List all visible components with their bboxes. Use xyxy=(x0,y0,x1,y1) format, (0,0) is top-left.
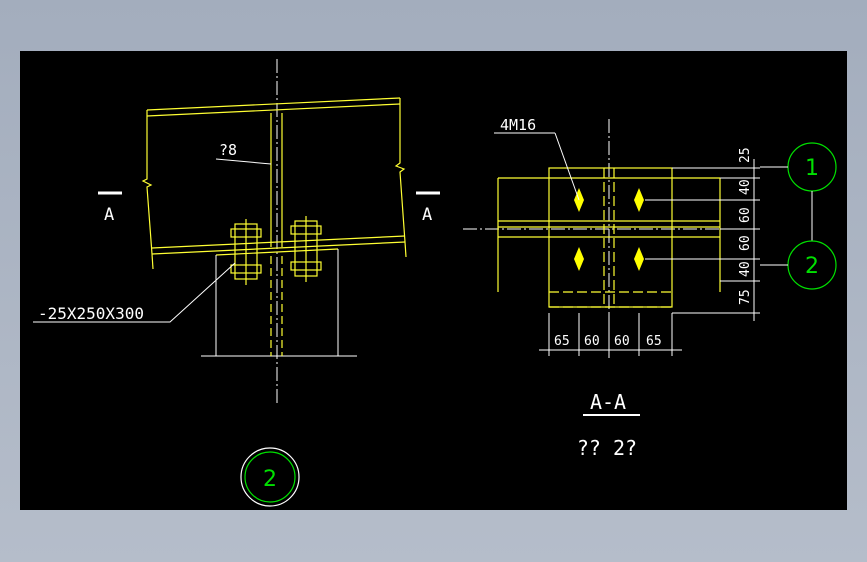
plate-annotation: -25X250X300 xyxy=(33,262,236,323)
end-plate xyxy=(201,248,357,357)
stiffener-label: ?8 xyxy=(219,141,237,159)
section-mark-left-label: A xyxy=(104,205,114,225)
callout-2-number: 2 xyxy=(805,254,819,279)
detail-bubble-inner xyxy=(244,451,296,503)
section-view: 4M16 25 40 60 60 40 75 xyxy=(463,116,837,460)
vdim-label-4: 60 xyxy=(738,235,753,251)
plate-label: -25X250X300 xyxy=(38,304,144,323)
bolt-leader xyxy=(554,132,580,201)
bolt-hole-4 xyxy=(634,247,644,271)
beam-break-right xyxy=(394,98,406,243)
vdim-label-3: 60 xyxy=(738,207,753,223)
vertical-dimensions: 25 40 60 60 40 75 xyxy=(645,147,760,321)
bolt-left xyxy=(230,219,262,285)
section-mark-right-label: A xyxy=(422,205,432,225)
plate-leader xyxy=(33,262,236,323)
hdim-label-3: 60 xyxy=(614,334,630,349)
vdim-label-5: 40 xyxy=(738,261,753,277)
bolt-right xyxy=(290,216,322,282)
callout-1-number: 1 xyxy=(805,156,819,181)
hdim-label-2: 60 xyxy=(584,334,600,349)
stiffener-leader xyxy=(215,158,272,165)
bolt-hole-3 xyxy=(574,247,584,271)
vdim-label-1: 25 xyxy=(738,147,753,163)
elevation-view: A A ?8 -25X250X300 xyxy=(33,59,440,507)
bolt-label: 4M16 xyxy=(500,116,536,134)
end-plate-top xyxy=(215,248,339,256)
beam-break-left xyxy=(141,110,153,255)
vdim-label-6: 75 xyxy=(738,289,753,305)
beam-bottom-flange-bottom xyxy=(151,241,406,255)
section-title-block: A-A ?? 2? xyxy=(577,390,640,460)
vdim-label-2: 40 xyxy=(738,179,753,195)
beam-break-left-tail xyxy=(151,253,154,270)
section-mark-right[interactable]: A xyxy=(416,191,440,225)
stiffener-annotation: ?8 xyxy=(215,141,272,165)
stiffener-plate xyxy=(270,113,283,247)
hdim-label-1: 65 xyxy=(554,334,570,349)
detail-bubble-number: 2 xyxy=(263,467,277,492)
bolt-annotation: 4M16 xyxy=(494,116,580,201)
beam xyxy=(141,97,407,270)
cad-drawing-canvas[interactable]: A A ?8 -25X250X300 xyxy=(20,51,847,510)
bolt-hole-2 xyxy=(634,188,644,212)
drawing-svg: A A ?8 -25X250X300 xyxy=(33,59,837,507)
callout-1[interactable]: 1 xyxy=(787,142,837,192)
callout-2[interactable]: 2 xyxy=(787,240,837,290)
section-mark-left[interactable]: A xyxy=(98,191,122,225)
detail-bubble[interactable]: 2 xyxy=(240,447,300,507)
beam-top-flange-top xyxy=(146,97,401,111)
hdim-label-4: 65 xyxy=(646,334,662,349)
beam-top-flange-bottom xyxy=(146,103,401,117)
detail-bubble-outer xyxy=(240,447,300,507)
section-title: A-A xyxy=(590,390,626,414)
beam-break-right-tail xyxy=(404,241,407,258)
horizontal-dimensions: 65 60 60 65 xyxy=(539,313,682,356)
beam-bottom-flange-top xyxy=(151,235,406,249)
section-subtitle: ?? 2? xyxy=(577,436,637,460)
